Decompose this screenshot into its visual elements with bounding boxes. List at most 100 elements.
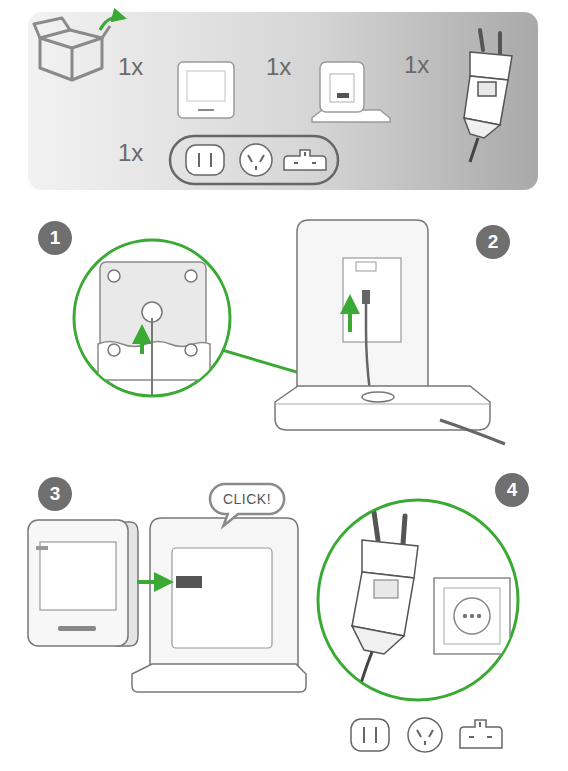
step4-callout-part-part: [403, 516, 405, 544]
power-adapter-icon-part: [480, 30, 483, 50]
step-number-circle: 3: [38, 477, 72, 511]
power-adapter-icon: [464, 30, 512, 162]
plug-types-row-part: [424, 741, 426, 745]
step4-callout: [318, 500, 518, 700]
step4-callout-part-part: [477, 614, 481, 618]
thermostat-device-part: [40, 542, 116, 610]
step4-callout-part-part: [352, 572, 414, 636]
power-adapter-icon-part: [464, 76, 508, 125]
thermostat-icon-part: [178, 62, 234, 118]
step4-callout-part-part: [444, 588, 500, 644]
step4-callout-part-part: [463, 614, 467, 618]
bubble-outline: [210, 484, 284, 526]
contents-panel: [28, 12, 538, 190]
sound-label: CLICK!: [223, 491, 271, 507]
step1-callout-part-part: [140, 328, 144, 354]
stand-with-cable-part: [440, 420, 505, 444]
plug-types-row-part: [487, 736, 492, 738]
stand-with-cable-part: [297, 220, 428, 392]
step4-callout-part-part: [352, 626, 404, 654]
plug-types-bar-part: [170, 136, 338, 184]
power-adapter-icon-part: [478, 82, 496, 96]
plug-types-bar-part: [210, 153, 212, 167]
step4-callout-part-part: [374, 580, 398, 598]
power-adapter-icon-part: [470, 52, 512, 80]
green-arrow-icon: [100, 17, 124, 30]
step-circle: [476, 225, 510, 259]
stand-mounting-part: [176, 576, 202, 588]
step4-callout-part-part: [470, 614, 474, 618]
callout-number: 2: [488, 231, 499, 253]
stand-with-cable-part: [366, 304, 370, 392]
step-circle: [38, 477, 72, 511]
quantity-label: 1x: [118, 139, 143, 167]
plug-types-bar-part: [304, 152, 306, 156]
plug-types-row-part: [375, 727, 377, 743]
plug-types-bar-part: [186, 145, 224, 175]
open-box-icon-part: [102, 26, 110, 38]
step-number-circle: 4: [495, 473, 529, 507]
thermostat-icon: [178, 62, 234, 118]
plug-types-bar: [170, 136, 338, 184]
step1-callout-part-part: [108, 270, 120, 282]
power-adapter-icon-part: [470, 138, 478, 162]
stand-with-cable-part: [362, 392, 394, 402]
power-adapter-icon-part: [464, 118, 500, 138]
step4-callout-part-part: [356, 652, 372, 700]
stand-with-cable-part: [348, 298, 352, 332]
step1-callout-part-part: [98, 342, 210, 381]
plug-types-bar-part: [284, 150, 326, 170]
power-adapter-icon-part: [498, 33, 502, 54]
stand-with-cable-part: [343, 258, 401, 342]
stand-with-cable-part: [356, 262, 376, 271]
step-circle: [495, 473, 529, 507]
step4-callout-part: [318, 500, 518, 700]
thermostat-icon-part: [187, 71, 225, 101]
step4-callout-part: [352, 512, 510, 700]
stand-with-cable-part: [275, 386, 490, 430]
thermostat-device: [28, 520, 138, 646]
step-number-circle: 2: [476, 225, 510, 259]
plug-types-bar-part: [294, 162, 298, 164]
step4-callout-part-part: [434, 578, 510, 654]
plug-types-row-part: [363, 727, 365, 743]
stand-icon-part: [320, 62, 364, 112]
step1-callout-part-part: [151, 318, 153, 400]
contents-panel-part: [28, 12, 538, 190]
stand-with-cable-part: [275, 404, 490, 405]
plug-types-row-part: [417, 730, 421, 737]
stand-icon-part: [337, 93, 349, 98]
step-circle: [38, 221, 72, 255]
quantity-label: 1x: [266, 53, 291, 81]
step4-callout-part-part: [454, 598, 490, 634]
speech-bubble: CLICK!: [210, 484, 284, 514]
step-number-circle: 1: [38, 221, 72, 255]
quantity-label: 1x: [404, 51, 429, 79]
stand-icon-part: [330, 74, 354, 102]
step1-callout-part: [98, 262, 210, 400]
open-box-icon-part: [34, 18, 70, 38]
thermostat-icon-part: [198, 109, 214, 111]
stand-mounting-part: [150, 518, 298, 668]
plug-types-row-part: [469, 736, 474, 738]
step1-callout-part-part: [108, 344, 120, 356]
callout-number: 1: [50, 227, 61, 249]
open-box-icon-part: [40, 38, 72, 80]
stand-mounting-part: [132, 664, 306, 692]
thermostat-device-part: [28, 520, 128, 646]
callout-number: 4: [507, 479, 518, 501]
green-arrow-icon-part: [100, 17, 124, 30]
plug-types-row-part: [408, 718, 442, 752]
open-box-icon-part: [40, 30, 102, 48]
plug-types-row-part: [351, 719, 389, 751]
plug-types-bar-part: [260, 155, 264, 162]
stand-mounting-part: [137, 580, 170, 584]
step4-callout-part-part: [374, 512, 378, 540]
stand-with-cable: [275, 220, 505, 444]
plug-types-bar-part: [312, 162, 316, 164]
stand-with-cable-part: [362, 290, 370, 304]
